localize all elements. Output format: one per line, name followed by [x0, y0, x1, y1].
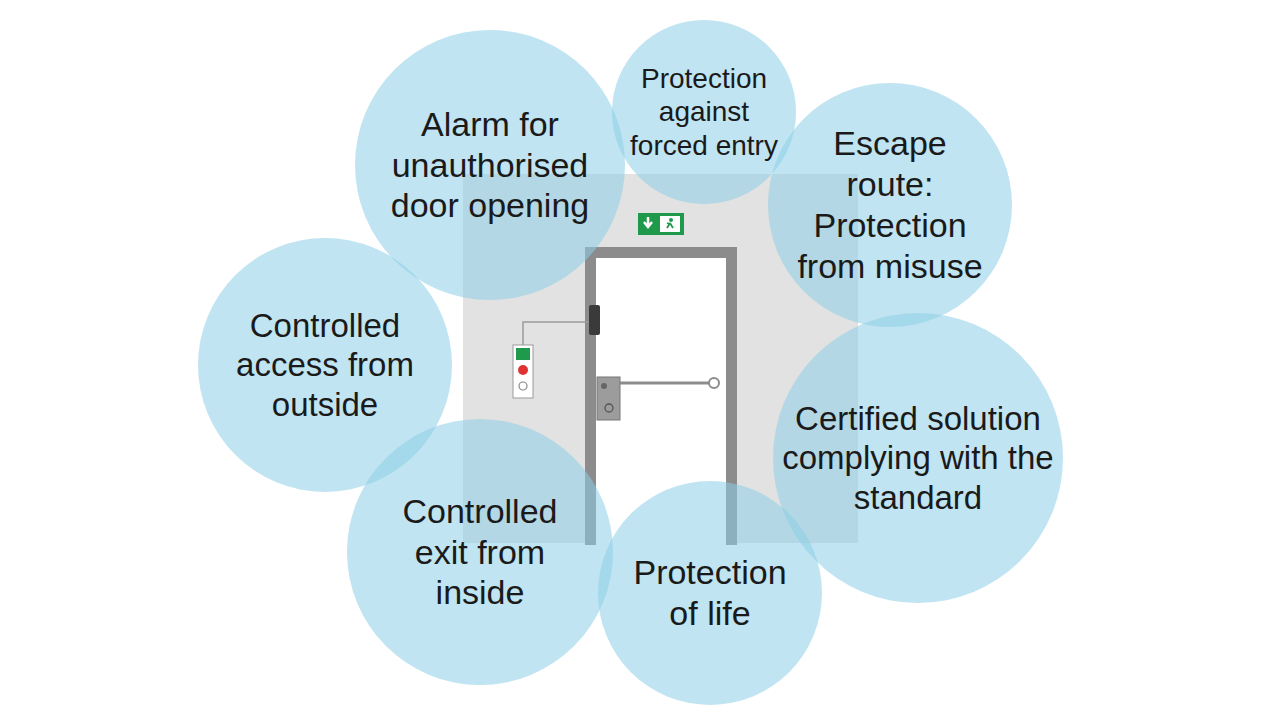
- control-panel: [513, 345, 533, 398]
- feature-circle: Escape route: Protection from misuse: [768, 83, 1012, 327]
- panic-bar-end: [709, 378, 719, 388]
- lock-case: [597, 377, 620, 420]
- feature-label: Protection of life: [615, 552, 805, 634]
- feature-circle: Protection of life: [598, 481, 822, 705]
- feature-label: Controlled exit from inside: [380, 491, 580, 613]
- key-switch: [519, 382, 527, 390]
- feature-label: Protection against forced entry: [629, 62, 779, 163]
- panic-bar: [620, 382, 712, 385]
- emergency-button: [518, 365, 528, 375]
- control-exit-sign: [516, 348, 530, 360]
- feature-label: Controlled access from outside: [223, 306, 428, 425]
- feature-label: Certified solution complying with the st…: [781, 399, 1056, 518]
- lock-screw: [601, 383, 607, 389]
- feature-label: Alarm for unauthorised door opening: [383, 104, 598, 226]
- lock-cylinder: [605, 404, 613, 412]
- door-lock-sensor: [589, 305, 600, 335]
- exit-arrow: [644, 217, 652, 227]
- feature-label: Escape route: Protection from misuse: [795, 123, 985, 286]
- feature-circle: Protection against forced entry: [612, 20, 796, 204]
- exit-door-icon: [660, 216, 680, 232]
- feature-circle: Controlled exit from inside: [347, 419, 613, 685]
- exit-sign: [638, 213, 684, 235]
- exit-figure: [667, 223, 673, 228]
- control-wire: [523, 322, 592, 347]
- exit-figure: [669, 218, 673, 222]
